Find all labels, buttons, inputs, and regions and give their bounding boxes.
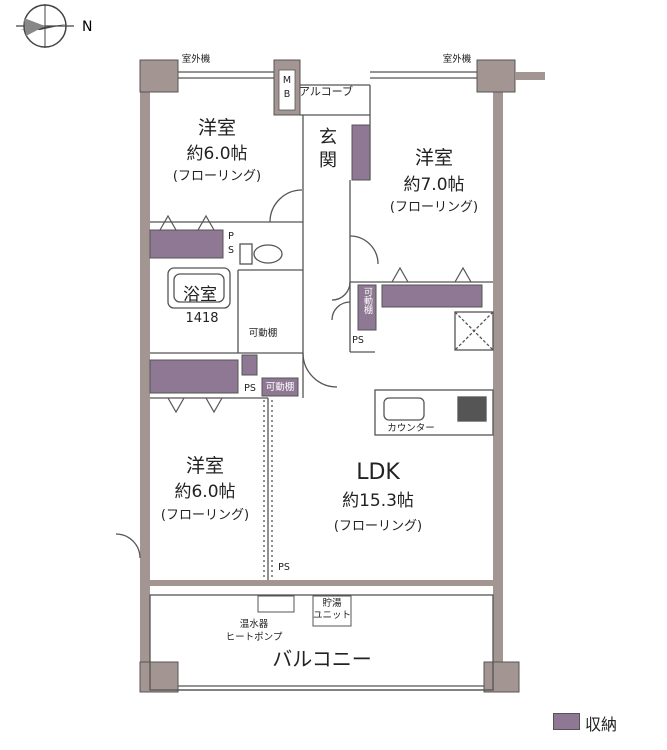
balcony-name: バルコニー [272, 647, 372, 671]
ps-lower-label: PS [244, 383, 256, 394]
ps-bottom-label: PS [278, 562, 290, 573]
closet-doors [159, 214, 472, 414]
room-bottom-left-area: 約6.0帖 [174, 482, 236, 502]
ps-right-label: PS [352, 335, 364, 346]
room-top-left-area: 約6.0帖 [186, 144, 248, 164]
movable-shelf-vertical-label: 可動棚 [362, 287, 372, 314]
storage-areas [149, 124, 483, 397]
ldk-floor: (フローリング) [333, 519, 423, 534]
mb-label-1: M [282, 75, 292, 86]
movable-shelf-label: 可動棚 [248, 328, 278, 339]
alcove-label: アルコーブ [298, 85, 354, 98]
room-top-left-floor: (フローリング) [172, 169, 262, 184]
movable-shelf-small-label: 可動棚 [265, 382, 295, 393]
water-heater-box [257, 595, 295, 613]
room-bottom-left-name: 洋室 [185, 455, 225, 477]
outer-walls [139, 59, 545, 693]
room-top-left-name: 洋室 [197, 117, 237, 139]
mb-label-2: B [283, 89, 291, 100]
ps-label-2: S [227, 245, 235, 256]
water-heater-label-2: ヒートポンプ [225, 632, 283, 643]
legend-label: 収納 [585, 715, 618, 734]
wall-outlines [115, 71, 494, 691]
entrance-name-1: 玄 [319, 127, 337, 148]
storage-unit-label-2: ユニット [312, 610, 352, 621]
entrance-name-2: 関 [319, 150, 337, 171]
north-label: N [82, 19, 92, 35]
ldk-name: LDK [356, 460, 400, 485]
outdoor-unit-right-label: 室外機 [442, 54, 472, 65]
room-top-right-floor: (フローリング) [389, 200, 479, 215]
legend-swatch [553, 713, 580, 730]
compass-icon [16, 4, 74, 48]
counter-label: カウンター [387, 423, 435, 434]
bath-name: 浴室 [183, 285, 217, 305]
storage-unit-label-1: 貯湯 [322, 598, 342, 609]
room-bottom-left-floor: (フローリング) [160, 508, 250, 523]
storage-unit-box [312, 595, 352, 627]
ps-label-1: P [228, 231, 234, 242]
bath-size: 1418 [185, 311, 219, 326]
water-heater-label-1: 温水器 [239, 619, 269, 630]
room-top-right-area: 約7.0帖 [403, 175, 465, 195]
room-top-right-name: 洋室 [414, 147, 454, 169]
outdoor-unit-left-label: 室外機 [181, 54, 211, 65]
ldk-area: 約15.3帖 [342, 491, 414, 511]
